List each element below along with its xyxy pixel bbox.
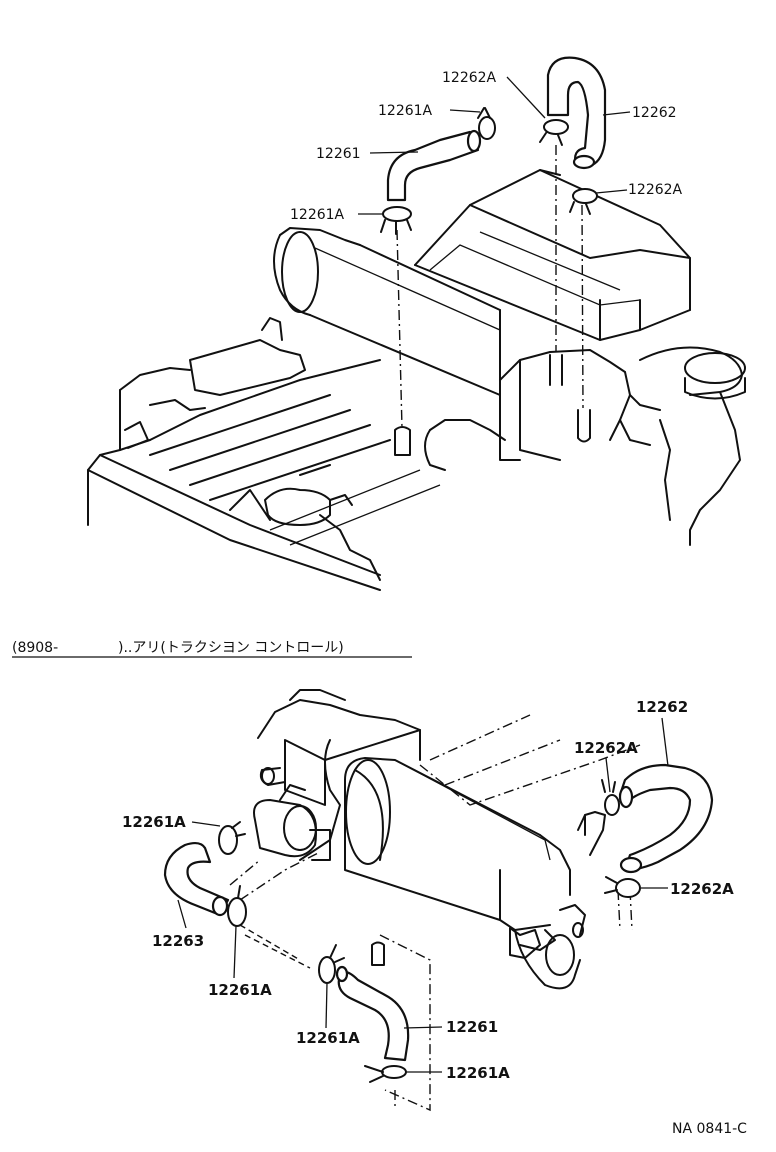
label-12262-upper: 12262 bbox=[632, 105, 677, 121]
lower-hose-12261 bbox=[335, 965, 410, 1062]
section-header-code: (8908- bbox=[12, 640, 58, 656]
lower-leaders bbox=[177, 717, 669, 1073]
upper-leaders bbox=[358, 76, 631, 215]
label-12261-lower: 12261 bbox=[446, 1018, 498, 1036]
label-12261A-lower-lower: 12261A bbox=[296, 1029, 360, 1047]
lower-engine-drawing bbox=[229, 689, 641, 1112]
lower-hose-12263 bbox=[163, 841, 230, 917]
upper-clamp-12262A-bottom bbox=[569, 188, 598, 215]
upper-clamp-12261A-top bbox=[477, 107, 496, 140]
upper-hose-12262 bbox=[546, 56, 607, 170]
section-header-description: )..アリ(トラクシヨン コントロール) bbox=[118, 640, 344, 656]
lower-clamp-12262A-bottom bbox=[604, 876, 641, 898]
upper-hose-12261 bbox=[386, 129, 482, 202]
upper-clamp-12261A-bottom bbox=[380, 206, 412, 235]
label-12262A-upper-top: 12262A bbox=[442, 70, 497, 86]
label-12261A-lower-mid: 12261A bbox=[208, 981, 272, 999]
label-12261A-upper-top: 12261A bbox=[378, 103, 433, 119]
label-12262A-upper-bottom: 12262A bbox=[628, 182, 683, 198]
label-12263-lower: 12263 bbox=[152, 932, 204, 950]
figure-code: NA 0841-C bbox=[672, 1121, 747, 1137]
upper-clamp-12262A-top bbox=[539, 119, 569, 146]
label-12262A-lower-top: 12262A bbox=[574, 739, 638, 757]
lower-clamp-12262A-top bbox=[601, 779, 620, 816]
lower-clamp-12261A-bottom bbox=[364, 1065, 407, 1083]
lower-clamp-12261A-left bbox=[218, 821, 246, 855]
lower-hose-12262 bbox=[618, 763, 714, 874]
upper-engine-drawing bbox=[87, 145, 746, 591]
label-12261A-lower-left: 12261A bbox=[122, 813, 186, 831]
section-header: (8908- )..アリ(トラクシヨン コントロール) bbox=[12, 640, 412, 658]
lower-clamp-12261A-mid bbox=[227, 885, 247, 927]
label-12262-lower: 12262 bbox=[636, 698, 688, 716]
label-12261A-upper-bottom: 12261A bbox=[290, 207, 345, 223]
label-12262A-lower-bottom: 12262A bbox=[670, 880, 734, 898]
label-12261A-lower-bottom: 12261A bbox=[446, 1064, 510, 1082]
label-12261-upper: 12261 bbox=[316, 146, 361, 162]
